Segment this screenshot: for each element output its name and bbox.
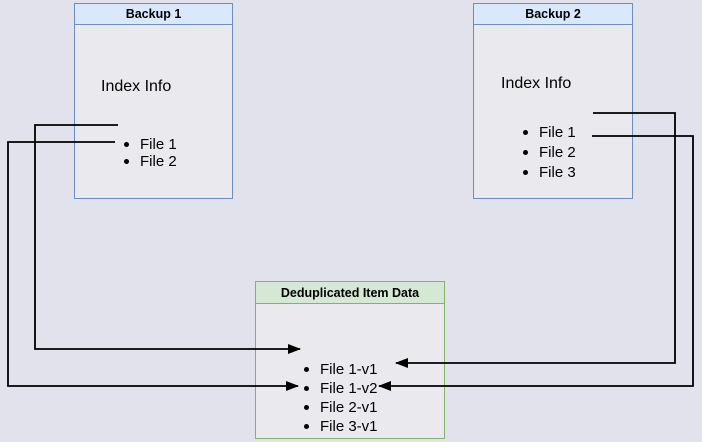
list-item: File 1-v1 bbox=[304, 360, 378, 379]
bullet-icon bbox=[304, 405, 309, 410]
bullet-icon bbox=[124, 142, 129, 147]
list-item: File 3 bbox=[523, 162, 576, 182]
list-item-label: File 2 bbox=[140, 153, 177, 170]
backup1-file-list: File 1 File 2 bbox=[124, 136, 177, 170]
list-item: File 2-v1 bbox=[304, 398, 378, 417]
node-backup1: Backup 1 Index Info File 1 File 2 bbox=[74, 3, 233, 199]
list-item: File 2 bbox=[124, 153, 177, 170]
backup1-index-info-label: Index Info bbox=[101, 78, 172, 95]
bullet-icon bbox=[304, 386, 309, 391]
backup1-header: Backup 1 bbox=[75, 4, 232, 25]
backup2-title: Backup 2 bbox=[525, 7, 581, 21]
list-item-label: File 1-v1 bbox=[320, 361, 378, 378]
list-item-label: File 3-v1 bbox=[320, 418, 378, 435]
node-backup2: Backup 2 Index Info File 1 File 2 File 3 bbox=[473, 3, 633, 199]
dedup-title: Deduplicated Item Data bbox=[280, 285, 420, 300]
list-item: File 1-v2 bbox=[304, 379, 378, 398]
bullet-icon bbox=[523, 149, 528, 155]
backup2-body: Index Info File 1 File 2 File 3 bbox=[474, 25, 632, 198]
list-item-label: File 1 bbox=[140, 136, 177, 153]
list-item: File 1 bbox=[124, 136, 177, 153]
list-item-label: File 3 bbox=[539, 163, 576, 181]
bullet-icon bbox=[304, 424, 309, 429]
dedup-body: File 1-v1 File 1-v2 File 2-v1 File 3-v1 bbox=[256, 304, 444, 438]
list-item: File 2 bbox=[523, 142, 576, 162]
bullet-icon bbox=[304, 367, 309, 372]
bullet-icon bbox=[124, 159, 129, 164]
bullet-icon bbox=[523, 169, 528, 175]
backup2-file-list: File 1 File 2 File 3 bbox=[523, 122, 576, 182]
backup2-header: Backup 2 bbox=[474, 4, 632, 25]
list-item: File 3-v1 bbox=[304, 417, 378, 436]
dedup-header: Deduplicated Item Data bbox=[256, 282, 444, 304]
list-item: File 1 bbox=[523, 122, 576, 142]
bullet-icon bbox=[523, 129, 528, 135]
backup2-index-info-label: Index Info bbox=[501, 75, 572, 92]
node-dedup: Deduplicated Item Data File 1-v1 File 1-… bbox=[255, 281, 445, 439]
dedup-item-list: File 1-v1 File 1-v2 File 2-v1 File 3-v1 bbox=[304, 360, 378, 436]
backup1-body: Index Info File 1 File 2 bbox=[75, 25, 232, 198]
list-item-label: File 1-v2 bbox=[320, 380, 378, 397]
list-item-label: File 2 bbox=[539, 143, 576, 161]
backup1-title: Backup 1 bbox=[125, 7, 182, 21]
list-item-label: File 1 bbox=[539, 123, 576, 141]
list-item-label: File 2-v1 bbox=[320, 399, 378, 416]
